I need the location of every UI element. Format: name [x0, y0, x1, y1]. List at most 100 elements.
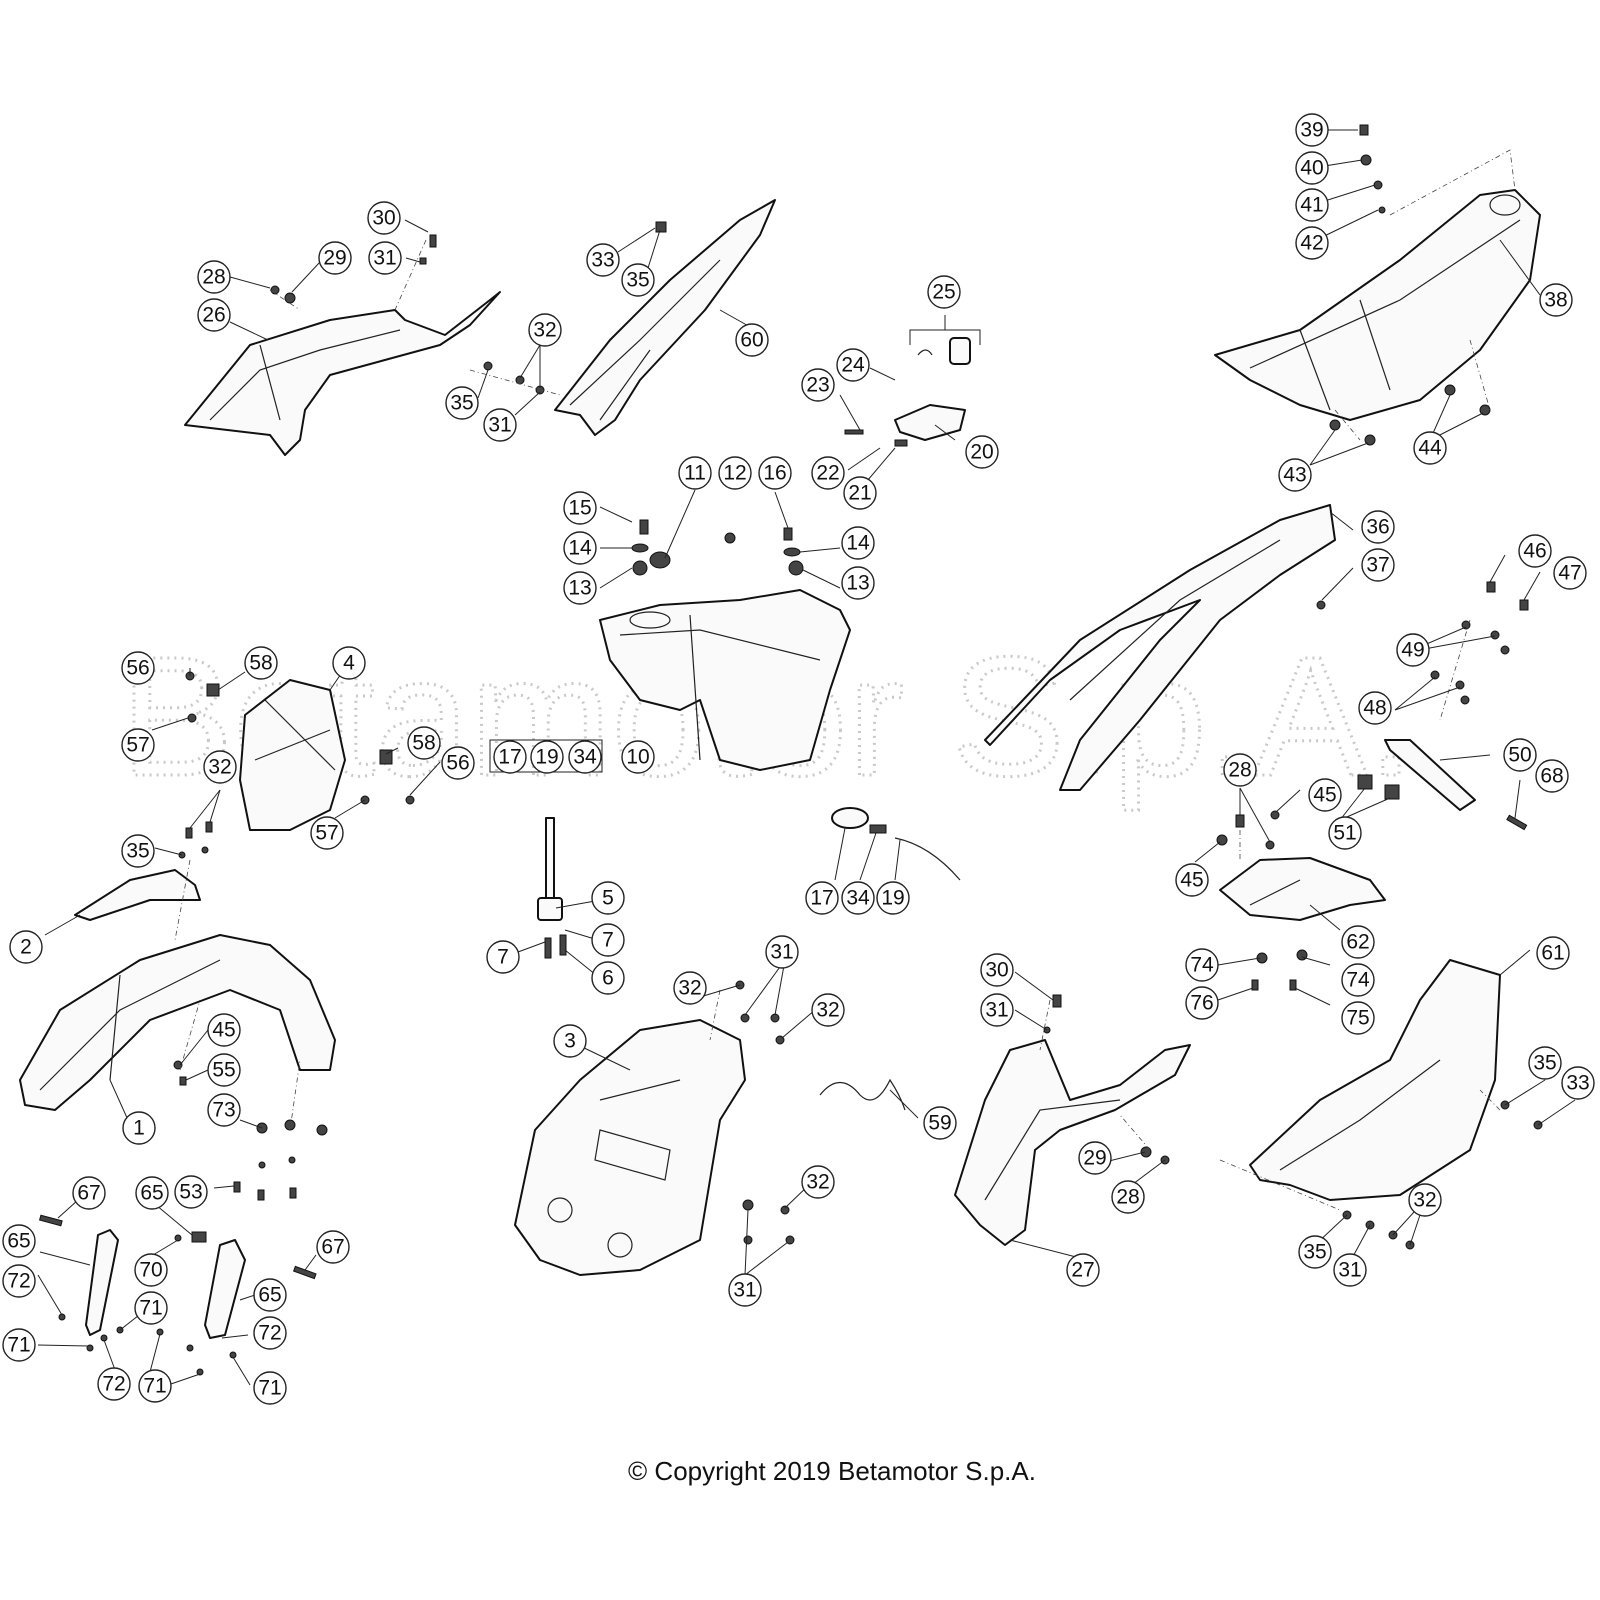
callout: 65	[135, 1176, 169, 1210]
svg-text:61: 61	[1541, 942, 1564, 965]
callout: 42	[1295, 226, 1329, 260]
part-seat	[1214, 189, 1541, 421]
svg-text:31: 31	[1338, 1259, 1361, 1282]
svg-text:34: 34	[573, 746, 597, 769]
callout: 4	[332, 646, 366, 680]
svg-text:12: 12	[723, 462, 746, 485]
callout: 33	[586, 243, 620, 277]
svg-text:65: 65	[7, 1230, 30, 1253]
svg-text:28: 28	[1116, 1186, 1139, 1209]
callout: 28	[1223, 753, 1257, 787]
callout: 76	[1185, 986, 1219, 1020]
callout: 56	[441, 746, 475, 780]
callout: 61	[1536, 936, 1570, 970]
svg-text:22: 22	[816, 462, 839, 485]
svg-text:43: 43	[1283, 464, 1306, 487]
callout: 31	[483, 408, 517, 442]
callout: 72	[97, 1367, 131, 1401]
part-wire-loop	[819, 1078, 906, 1111]
callout: 19	[876, 881, 910, 915]
svg-text:46: 46	[1523, 540, 1546, 563]
svg-text:38: 38	[1544, 289, 1567, 312]
svg-text:71: 71	[143, 1375, 166, 1398]
svg-text:53: 53	[179, 1181, 202, 1204]
callout: 12	[718, 456, 752, 490]
svg-text:74: 74	[1190, 954, 1214, 977]
svg-text:48: 48	[1363, 697, 1386, 720]
svg-text:49: 49	[1401, 639, 1424, 662]
callout: 7	[486, 940, 520, 974]
svg-text:3: 3	[564, 1030, 576, 1053]
callout: 59	[923, 1106, 957, 1140]
copyright-text: © Copyright 2019 Betamotor S.p.A.	[628, 1456, 1036, 1486]
callout: 73	[207, 1093, 241, 1127]
svg-text:58: 58	[249, 652, 272, 675]
svg-text:58: 58	[412, 732, 435, 755]
callout: 55	[207, 1053, 241, 1087]
svg-text:44: 44	[1418, 437, 1442, 460]
svg-text:24: 24	[841, 354, 865, 377]
callout: 33	[1561, 1066, 1595, 1100]
callout: 38	[1539, 283, 1573, 317]
svg-text:57: 57	[315, 822, 338, 845]
svg-text:36: 36	[1366, 516, 1389, 539]
svg-text:31: 31	[488, 414, 511, 437]
svg-text:16: 16	[763, 462, 786, 485]
svg-text:14: 14	[846, 532, 870, 555]
svg-text:45: 45	[212, 1019, 235, 1042]
callout: 34	[568, 740, 602, 774]
part-fork-guard-left	[85, 1229, 119, 1336]
svg-text:60: 60	[740, 329, 763, 352]
part-callouts: 30 31 29 28 26 32 35 31 33 35 60 25 24 2…	[2, 113, 1595, 1405]
part-side-panel-right	[1249, 959, 1501, 1201]
callout: 39	[1295, 113, 1329, 147]
callout: 7	[591, 923, 625, 957]
svg-text:27: 27	[1071, 1259, 1094, 1282]
svg-text:26: 26	[202, 304, 225, 327]
svg-text:31: 31	[373, 247, 396, 270]
svg-text:33: 33	[1566, 1072, 1589, 1095]
callout: 31	[765, 935, 799, 969]
svg-text:29: 29	[323, 247, 346, 270]
part-radiator-shroud-left	[184, 291, 501, 456]
callout: 50	[1503, 738, 1537, 772]
svg-text:32: 32	[678, 977, 701, 1000]
callout: 30	[367, 201, 401, 235]
callout: 72	[253, 1316, 287, 1350]
svg-text:32: 32	[816, 999, 839, 1022]
svg-text:50: 50	[1508, 744, 1531, 767]
callout: 14	[841, 526, 875, 560]
svg-text:5: 5	[602, 887, 614, 910]
callout: 57	[121, 728, 155, 762]
svg-text:7: 7	[497, 946, 509, 969]
callout: 67	[316, 1230, 350, 1264]
callout: 17	[805, 881, 839, 915]
svg-text:75: 75	[1346, 1007, 1369, 1030]
callout: 17	[493, 740, 527, 774]
callout: 11	[678, 456, 712, 490]
callout: 71	[134, 1291, 168, 1325]
callout: 41	[1295, 188, 1329, 222]
svg-text:32: 32	[1413, 1189, 1436, 1212]
callout: 29	[318, 241, 352, 275]
callout: 62	[1341, 925, 1375, 959]
callout: 19	[530, 740, 564, 774]
callout: 40	[1295, 151, 1329, 185]
svg-text:11: 11	[684, 462, 706, 485]
callout: 15	[563, 491, 597, 525]
callout: 57	[310, 816, 344, 850]
part-fork-guard-right	[204, 1239, 246, 1339]
svg-text:45: 45	[1180, 869, 1203, 892]
callout: 74	[1185, 948, 1219, 982]
svg-text:35: 35	[626, 269, 649, 292]
svg-text:33: 33	[591, 249, 614, 272]
callout: 1	[122, 1111, 156, 1145]
callout: 72	[2, 1264, 36, 1298]
part-front-fender	[19, 934, 336, 1111]
callout: 28	[197, 260, 231, 294]
callout: 74	[1341, 963, 1375, 997]
svg-text:17: 17	[498, 746, 521, 769]
callout: 35	[1528, 1046, 1562, 1080]
callout: 43	[1278, 458, 1312, 492]
part-fuel-cap-assembly	[844, 337, 971, 447]
